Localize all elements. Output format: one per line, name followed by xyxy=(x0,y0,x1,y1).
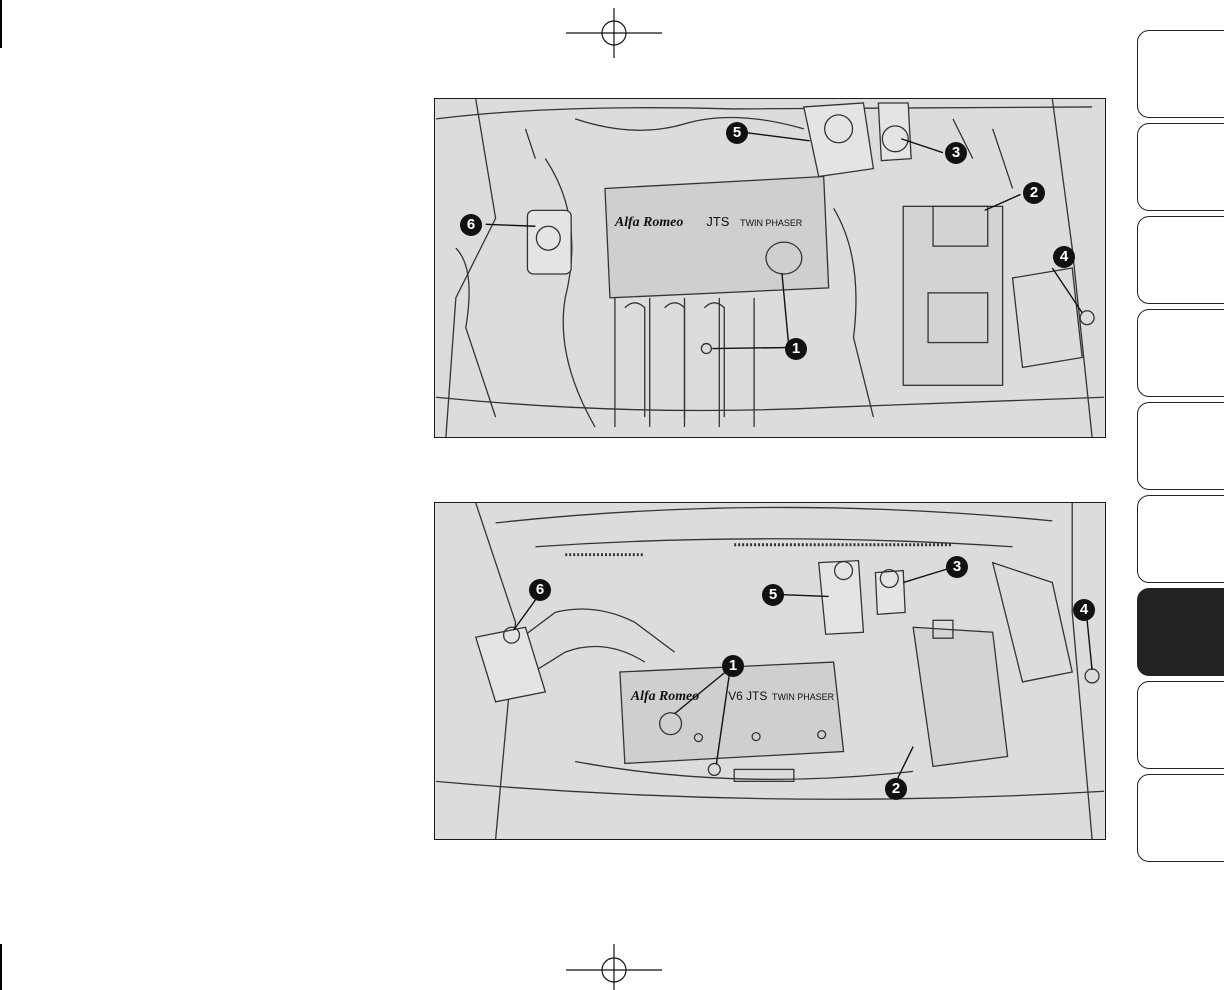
engine-bay-drawing-jts: Alfa Romeo JTS TWIN PHASER xyxy=(435,99,1105,437)
section-tab-2[interactable] xyxy=(1137,123,1224,211)
section-tab-4[interactable] xyxy=(1137,309,1224,397)
callout-4: 4 xyxy=(1053,246,1075,268)
cover-brand: Alfa Romeo xyxy=(614,215,683,230)
callout-1: 1 xyxy=(722,655,744,677)
callout-5: 5 xyxy=(762,584,784,606)
section-tab-8[interactable] xyxy=(1137,681,1224,769)
section-tab-9[interactable] xyxy=(1137,774,1224,862)
section-tab-6[interactable] xyxy=(1137,495,1224,583)
crop-mark-bottom-left xyxy=(0,944,2,990)
cover-variant: TWIN PHASER xyxy=(740,218,803,228)
callout-6: 6 xyxy=(529,579,551,601)
callout-2: 2 xyxy=(885,778,907,800)
registration-mark-top xyxy=(566,8,662,58)
cover-model: V6 JTS xyxy=(728,689,767,703)
callout-2: 2 xyxy=(1023,182,1045,204)
callout-6: 6 xyxy=(460,214,482,236)
section-tab-5[interactable] xyxy=(1137,402,1224,490)
crop-mark-top-left xyxy=(0,0,2,48)
cover-model: JTS xyxy=(706,214,729,229)
callout-4: 4 xyxy=(1073,599,1095,621)
callout-1: 1 xyxy=(785,338,807,360)
cover-variant: TWIN PHASER xyxy=(772,692,835,702)
cover-brand: Alfa Romeo xyxy=(630,689,699,704)
engine-bay-figure-jts: Alfa Romeo JTS TWIN PHASER 1 2 3 4 5 6 xyxy=(434,98,1106,438)
section-tab-1[interactable] xyxy=(1137,30,1224,118)
section-tab-7-active[interactable] xyxy=(1137,588,1224,676)
engine-bay-figure-v6: Alfa Romeo V6 JTS TWIN PHASER 1 2 3 4 5 … xyxy=(434,502,1106,840)
callout-3: 3 xyxy=(946,556,968,578)
callout-3: 3 xyxy=(945,142,967,164)
section-tabs xyxy=(1137,30,1224,867)
section-tab-3[interactable] xyxy=(1137,216,1224,304)
engine-bay-drawing-v6: Alfa Romeo V6 JTS TWIN PHASER xyxy=(435,503,1105,839)
registration-mark-bottom xyxy=(566,944,662,990)
callout-5: 5 xyxy=(726,122,748,144)
